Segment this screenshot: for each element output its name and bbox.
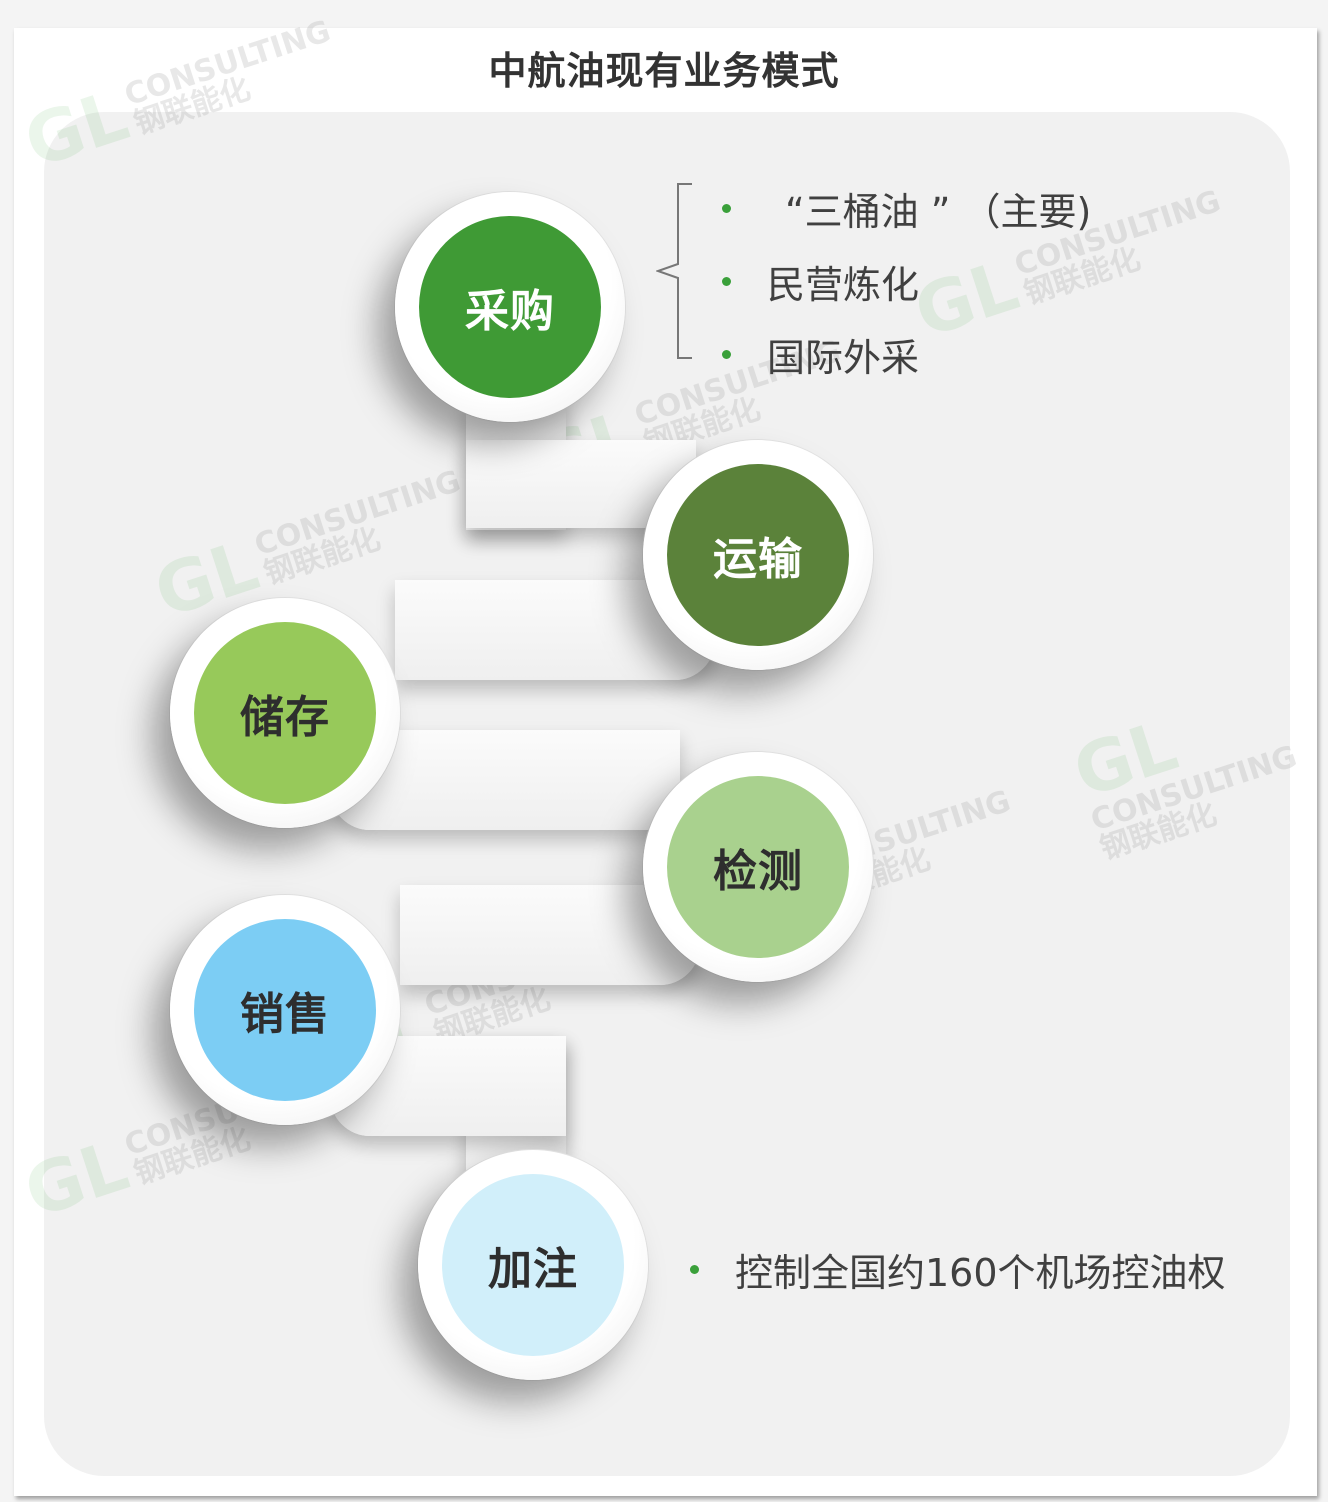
list-item: “三桶油 ” （主要) bbox=[722, 172, 1091, 245]
node-refueling: 加注 bbox=[418, 1150, 648, 1380]
bullet-dot-icon bbox=[722, 277, 731, 286]
bullet-dot-icon bbox=[690, 1265, 699, 1274]
bullet-dot-icon bbox=[722, 204, 731, 213]
node-inspection: 检测 bbox=[643, 752, 873, 982]
node-sales: 销售 bbox=[170, 895, 400, 1125]
node-label-inspection: 检测 bbox=[667, 776, 849, 958]
list-item: 民营炼化 bbox=[722, 245, 1091, 318]
procurement-sources-list: “三桶油 ” （主要) 民营炼化 国际外采 bbox=[722, 172, 1091, 391]
list-item: 国际外采 bbox=[722, 318, 1091, 391]
node-label-storage: 储存 bbox=[194, 622, 376, 804]
node-storage: 储存 bbox=[170, 598, 400, 828]
refueling-note: 控制全国约160个机场控油权 bbox=[690, 1242, 1226, 1297]
node-label-refueling: 加注 bbox=[442, 1174, 624, 1356]
node-label-transport: 运输 bbox=[667, 464, 849, 646]
node-label-sales: 销售 bbox=[194, 919, 376, 1101]
bullet-dot-icon bbox=[722, 350, 731, 359]
node-procurement: 采购 bbox=[395, 192, 625, 422]
node-label-procurement: 采购 bbox=[419, 216, 601, 398]
page-title: 中航油现有业务模式 bbox=[488, 49, 840, 93]
curly-bracket-icon bbox=[656, 183, 692, 359]
node-transport: 运输 bbox=[643, 440, 873, 670]
